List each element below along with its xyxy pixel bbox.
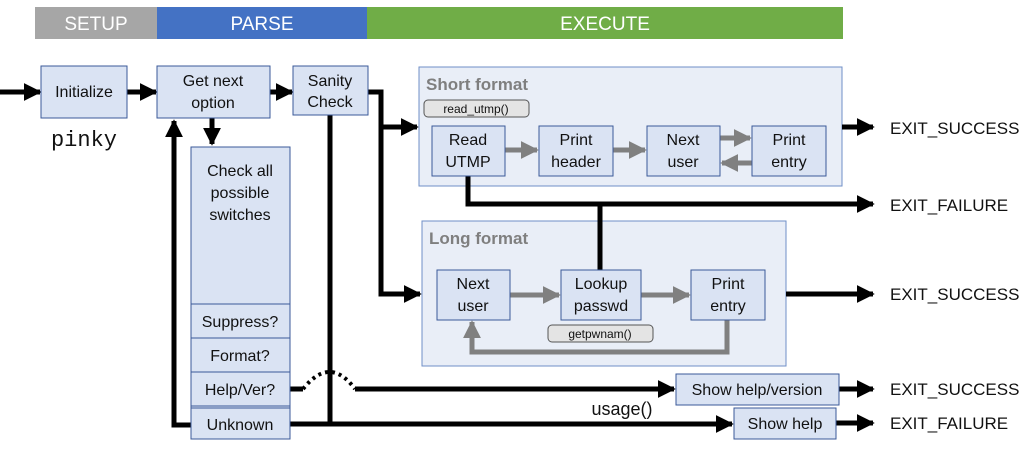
short-next-user-line1: Next	[667, 132, 700, 149]
check-switches-line1: Check all	[207, 163, 273, 180]
check-switches-box: Check all possible switches	[207, 163, 273, 224]
pinky-label: pinky	[51, 128, 117, 153]
exit-failure-label: EXIT_FAILURE	[890, 196, 1008, 215]
unknown-loop-arrow	[165, 119, 191, 428]
long-format-title: Long format	[429, 229, 528, 248]
help-exit-failure-label: EXIT_FAILURE	[890, 414, 1008, 433]
sanity-check-line2: Check	[307, 94, 353, 111]
print-header-line1: Print	[560, 132, 593, 149]
execute-phase-band	[367, 7, 843, 39]
long-next-user-line2: user	[457, 298, 489, 315]
long-next-user-box: Next user	[436, 269, 511, 321]
long-print-entry-line2: entry	[710, 298, 746, 315]
lookup-passwd-line1: Lookup	[575, 276, 628, 293]
short-exit-success-label: EXIT_SUCCESS	[890, 119, 1019, 138]
read-to-failure-arrow	[465, 176, 875, 213]
svg-text:Suppress?: Suppress?	[202, 314, 279, 331]
svg-text:getpwnam(): getpwnam()	[568, 327, 631, 341]
read-utmp-line1: Read	[449, 132, 487, 149]
help-ver-box: Help/Ver?	[190, 371, 291, 407]
short-print-entry-line2: entry	[771, 154, 807, 171]
read-utmp-box: Read UTMP	[431, 125, 506, 177]
setup-phase-label: SETUP	[64, 14, 127, 35]
show-help-version-box: Show help/version	[675, 373, 840, 406]
svg-text:Initialize: Initialize	[55, 84, 113, 101]
get-next-option-line2: option	[191, 95, 235, 112]
parse-phase-label: PARSE	[230, 14, 293, 35]
phase-bar: SETUP PARSE EXECUTE	[35, 7, 843, 39]
short-next-user-line2: user	[667, 154, 699, 171]
long-exit-success-label: EXIT_SUCCESS	[890, 285, 1019, 304]
svg-text:read_utmp(): read_utmp()	[443, 102, 508, 116]
svg-text:Show help/version: Show help/version	[692, 382, 823, 399]
short-print-entry-box: Print entry	[751, 125, 827, 177]
read-utmp-line2: UTMP	[445, 154, 490, 171]
short-format-title: Short format	[426, 75, 528, 94]
format-box: Format?	[190, 337, 291, 373]
unknown-box: Unknown	[190, 407, 291, 440]
print-header-box: Print header	[538, 125, 614, 177]
check-switches-line2: possible	[211, 185, 270, 202]
svg-text:Show help: Show help	[748, 416, 823, 433]
show-help-box: Show help	[733, 407, 837, 440]
setup-phase-band	[35, 7, 157, 39]
sanity-to-long-arrow	[378, 127, 422, 303]
get-next-option-box: Get next option	[156, 65, 271, 119]
lookup-passwd-box: Lookup passwd	[560, 269, 642, 321]
printentry-loop-arrow	[463, 319, 730, 355]
svg-text:Unknown: Unknown	[207, 417, 274, 434]
suppress-box: Suppress?	[190, 303, 291, 339]
check-switches-line3: switches	[209, 207, 270, 224]
initialize-box: Initialize	[40, 65, 128, 119]
execute-phase-label: EXECUTE	[560, 14, 650, 35]
long-next-user-line1: Next	[457, 276, 490, 293]
sanity-check-line1: Sanity	[308, 73, 352, 90]
svg-text:Format?: Format?	[210, 348, 270, 365]
parse-phase-band	[157, 7, 367, 39]
read-utmp-func-pill: read_utmp()	[423, 99, 530, 118]
sanity-check-box: Sanity Check	[292, 65, 369, 116]
getpwnam-func-pill: getpwnam()	[547, 324, 654, 343]
long-print-entry-line1: Print	[712, 276, 745, 293]
usage-label: usage()	[591, 399, 652, 419]
lookup-passwd-line2: passwd	[574, 298, 628, 315]
get-next-option-line1: Get next	[183, 73, 244, 90]
short-print-entry-line1: Print	[773, 132, 806, 149]
sanity-to-short-arrow	[368, 89, 419, 136]
long-print-entry-box: Print entry	[690, 269, 766, 321]
short-next-user-box: Next user	[646, 125, 721, 177]
svg-text:Help/Ver?: Help/Ver?	[205, 382, 275, 399]
connectors	[0, 83, 875, 433]
helpver-dotted-line	[301, 370, 357, 391]
print-header-line2: header	[551, 154, 601, 171]
help-exit-success-label: EXIT_SUCCESS	[890, 380, 1019, 399]
